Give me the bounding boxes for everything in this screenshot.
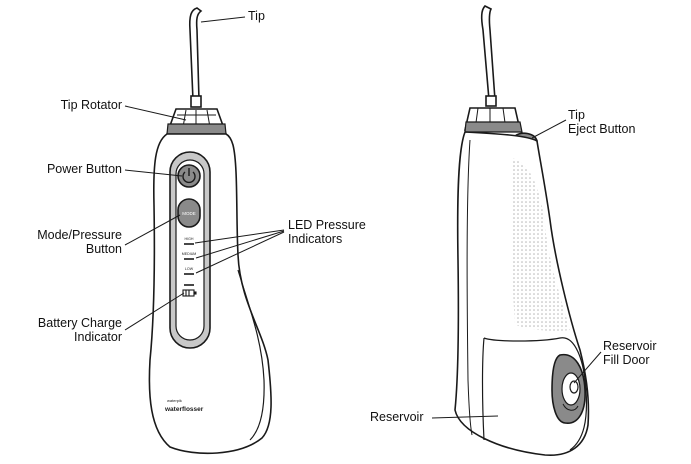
label-battery-charge-indicator: Battery Charge Indicator	[37, 316, 122, 344]
brand-large: waterflosser	[164, 406, 204, 413]
leader-tip	[200, 16, 246, 23]
battery-icon	[182, 284, 197, 297]
leader-mode-pressure	[124, 214, 181, 246]
leader-led-low	[195, 231, 285, 274]
led-medium-label: MEDIUM	[182, 252, 197, 256]
label-tip-eject-button: Tip Eject Button	[568, 108, 636, 136]
leader-tip-rotator	[124, 105, 187, 121]
grip-texture	[511, 158, 570, 331]
leader-led-high	[194, 229, 285, 244]
label-mode-pressure-button: Mode/Pressure Button	[37, 228, 122, 256]
label-tip-rotator: Tip Rotator	[60, 98, 122, 112]
mode-button-text: MODE	[182, 211, 196, 216]
leader-battery	[124, 292, 185, 331]
label-tip: Tip	[248, 9, 265, 23]
leader-fill-door	[573, 351, 602, 384]
back-view-device	[454, 5, 590, 456]
label-led-pressure-indicators: LED Pressure Indicators	[288, 218, 366, 246]
leader-lines	[124, 16, 602, 419]
back-tip-nozzle	[480, 5, 496, 101]
tip-base	[190, 95, 202, 108]
leader-tip-eject	[531, 119, 567, 139]
led-high-label: HIGH	[185, 237, 194, 241]
label-reservoir: Reservoir	[370, 410, 424, 424]
brand-small: waterpik	[167, 398, 182, 403]
tip-nozzle	[188, 7, 203, 101]
leader-reservoir	[431, 415, 499, 419]
leader-led-medium	[195, 230, 285, 259]
label-power-button: Power Button	[46, 162, 122, 176]
led-low-label: LOW	[185, 267, 194, 271]
power-icon	[182, 168, 196, 184]
label-reservoir-fill-door: Reservoir Fill Door	[603, 339, 657, 367]
leader-power-button	[124, 169, 183, 177]
reservoir-outline	[483, 337, 588, 451]
front-view-device: MODE HIGH MEDIUM LOW waterpik waterfloss…	[148, 7, 272, 455]
mode-pressure-button[interactable]	[177, 198, 201, 228]
